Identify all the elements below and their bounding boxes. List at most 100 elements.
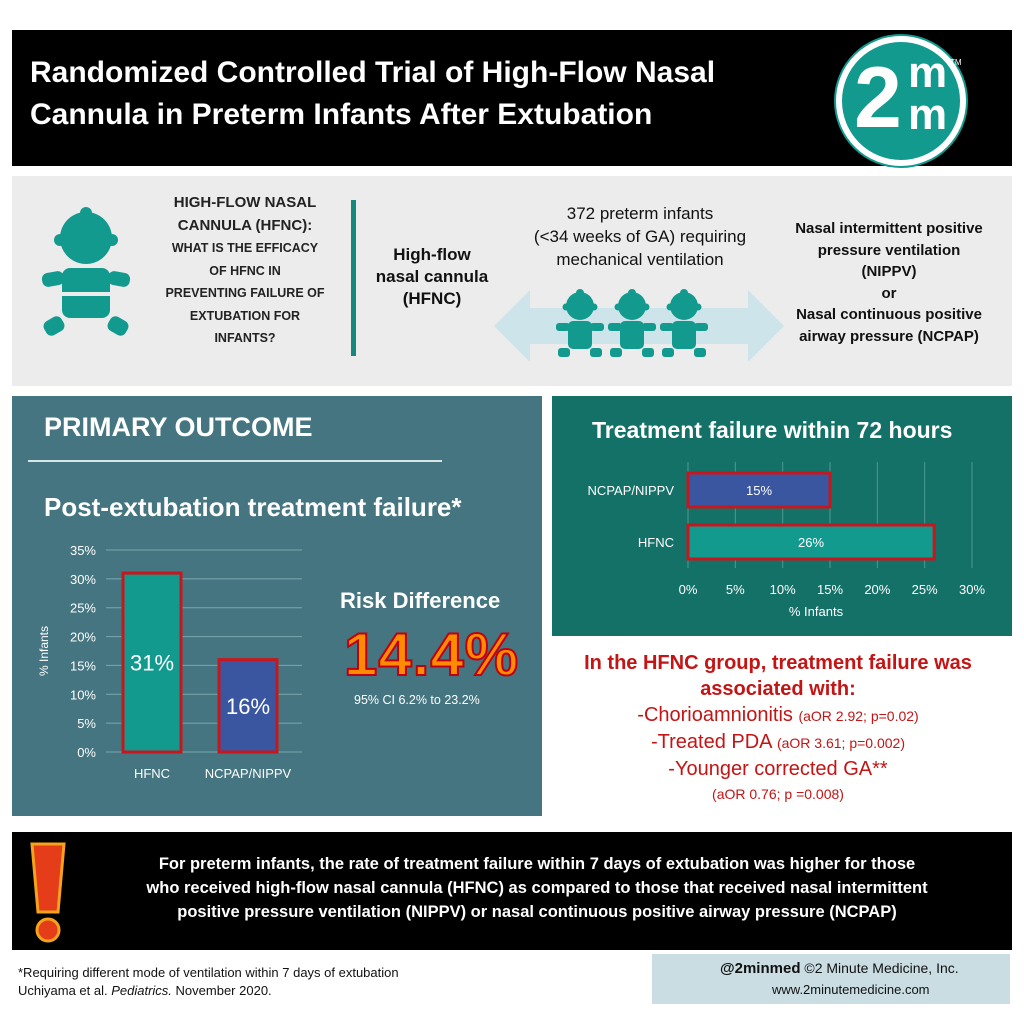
question-line: WHAT IS THE EFFICACY — [171, 241, 319, 255]
twitter-handle: @2minmed — [720, 960, 801, 977]
question-line: INFANTS? — [214, 331, 276, 345]
logo-m-top: m — [908, 48, 948, 97]
conclusion-bar — [12, 832, 1012, 950]
citation: Uchiyama et al. Pediatrics. November 202… — [18, 982, 399, 1000]
association-stat: (aOR 3.61; p=0.002) — [776, 735, 905, 751]
x-axis-label: % Infants — [789, 604, 844, 619]
title-line-2: Cannula in Preterm Infants After Extubat… — [30, 98, 653, 131]
y-tick-label: 15% — [70, 658, 96, 673]
intervention-line: High-flow — [393, 245, 471, 264]
association-name: -Treated PDA — [650, 731, 772, 753]
association-item: -Chorioamnionitis (aOR 2.92; p=0.02) — [548, 702, 1008, 729]
citation-journal: Pediatrics. — [111, 983, 172, 998]
y-tick-label: 35% — [70, 543, 96, 558]
population-line: (<34 weeks of GA) requiring — [533, 227, 747, 246]
bar — [217, 658, 279, 754]
bar-value-label: 15% — [746, 483, 772, 498]
comparator-line: airway pressure (NCPAP) — [799, 327, 979, 345]
infant-icon — [41, 207, 131, 336]
population-label: 372 preterm infants (<34 weeks of GA) re… — [520, 202, 760, 271]
citation-authors: Uchiyama et al. — [18, 983, 108, 998]
comparator-line: pressure ventilation — [817, 241, 961, 259]
y-axis-label: % Infants — [37, 626, 51, 676]
association-item: -Treated PDA (aOR 3.61; p=0.002) — [548, 729, 1008, 756]
treatment-failure-bar-chart: 0% 5% 10% 15% 20% 25% 30% 35% % Infants 31% HFNC 16… — [37, 543, 302, 781]
y-tick-label: 30% — [70, 572, 96, 587]
bar — [121, 571, 183, 754]
bar — [686, 523, 936, 561]
x-tick-label: HFNC — [134, 766, 170, 781]
bar-value-label: 26% — [798, 535, 824, 550]
page-title: Randomized Controlled Trial of High-Flow… — [30, 52, 790, 136]
y-tick-label: 20% — [70, 630, 96, 645]
logo-trademark: TM — [950, 58, 962, 67]
population-line: 372 preterm infants — [566, 204, 714, 223]
x-tick-label: 0% — [679, 582, 698, 597]
association-stat: (aOR 2.92; p=0.02) — [798, 708, 919, 724]
association-heading: associated with: — [700, 678, 856, 700]
comparator-line: Nasal intermittent positive — [795, 220, 983, 237]
y-tick-label: 0% — [77, 745, 96, 760]
conclusion-line: For preterm infants, the rate of treatme… — [158, 855, 916, 873]
y-tick-label: 5% — [77, 716, 96, 731]
logo-digit: 2 — [854, 50, 902, 146]
intervention-line: (HFNC) — [402, 289, 462, 308]
credit-line: @2minmed ©2 Minute Medicine, Inc. — [720, 960, 959, 977]
primary-outcome-subheading: Post-extubation treatment failure* — [44, 492, 462, 522]
intervention-line: nasal cannula — [375, 267, 489, 286]
x-tick-label: 30% — [959, 582, 985, 597]
bar-value-label: 31% — [130, 651, 174, 676]
association-name: -Chorioamnionitis — [637, 704, 793, 726]
citation-date: November 2020. — [175, 983, 272, 998]
conclusion-line: positive pressure ventilation (NIPPV) or… — [177, 903, 897, 921]
conclusion-text: For preterm infants, the rate of treatme… — [74, 852, 1000, 924]
question-line: CANNULA (HFNC): — [177, 216, 313, 234]
treatment-failure-72h-panel — [552, 396, 1012, 636]
conclusion-line: who received high-flow nasal cannula (HF… — [146, 879, 928, 897]
y-tick-label: NCPAP/NIPPV — [588, 483, 675, 498]
population-line: mechanical ventilation — [556, 250, 724, 269]
footnote-text: *Requiring different mode of ventilation… — [18, 965, 399, 980]
association-name: -Younger corrected GA** — [668, 758, 888, 780]
logo-m-bottom: m — [908, 90, 948, 139]
treatment-failure-72h-chart: 0%5%10%15%20%25%30%% Infants15%NCPAP/NIP… — [588, 462, 985, 619]
study-design-panel — [12, 176, 1012, 386]
y-tick-label: HFNC — [638, 535, 674, 550]
study-question: HIGH-FLOW NASAL CANNULA (HFNC): WHAT IS … — [150, 192, 340, 350]
copyright: ©2 Minute Medicine, Inc. — [804, 960, 959, 976]
comparator-line: or — [881, 284, 897, 302]
y-tick-label: 10% — [70, 687, 96, 702]
x-tick-label: 25% — [912, 582, 938, 597]
primary-outcome-heading: PRIMARY OUTCOME — [44, 412, 313, 442]
credit-box — [652, 954, 1010, 1004]
comparator-label: Nasal intermittent positive pressure ven… — [770, 218, 1008, 347]
bar — [686, 471, 832, 509]
y-tick-label: 25% — [70, 601, 96, 616]
x-tick-label: 10% — [770, 582, 796, 597]
x-tick-label: 20% — [864, 582, 890, 597]
question-line: PREVENTING FAILURE OF — [165, 286, 325, 300]
section-divider — [351, 200, 356, 356]
bar-value-label: 16% — [226, 694, 270, 719]
risk-difference-label: Risk Difference — [340, 588, 501, 613]
title-line-1: Randomized Controlled Trial of High-Flow… — [30, 56, 716, 89]
comparator-line: Nasal continuous positive — [796, 306, 982, 323]
double-arrow-icon — [494, 289, 784, 362]
association-findings: In the HFNC group, treatment failure was… — [548, 650, 1008, 806]
2minutemedicine-logo: 2 m m TM — [836, 36, 966, 166]
exclamation-icon — [30, 842, 66, 943]
risk-difference-ci: 95% CI 6.2% to 23.2% — [354, 693, 480, 707]
intervention-label: High-flow nasal cannula (HFNC) — [372, 244, 492, 310]
footnote: *Requiring different mode of ventilation… — [18, 964, 399, 1000]
treatment-failure-72h-title: Treatment failure within 72 hours — [592, 417, 953, 443]
association-stat: (aOR 0.76; p =0.008) — [712, 786, 844, 802]
x-tick-label: 15% — [817, 582, 843, 597]
x-tick-label: NCPAP/NIPPV — [205, 766, 292, 781]
heading-underline — [28, 460, 442, 462]
association-heading: In the HFNC group, treatment failure was — [584, 652, 972, 674]
association-item: -Younger corrected GA** — [548, 756, 1008, 782]
risk-difference-value: 14.4% — [343, 620, 520, 689]
infant-group-icon — [556, 289, 708, 357]
website-link[interactable]: www.2minutemedicine.com — [772, 982, 930, 997]
question-line: HIGH-FLOW NASAL — [173, 194, 317, 211]
